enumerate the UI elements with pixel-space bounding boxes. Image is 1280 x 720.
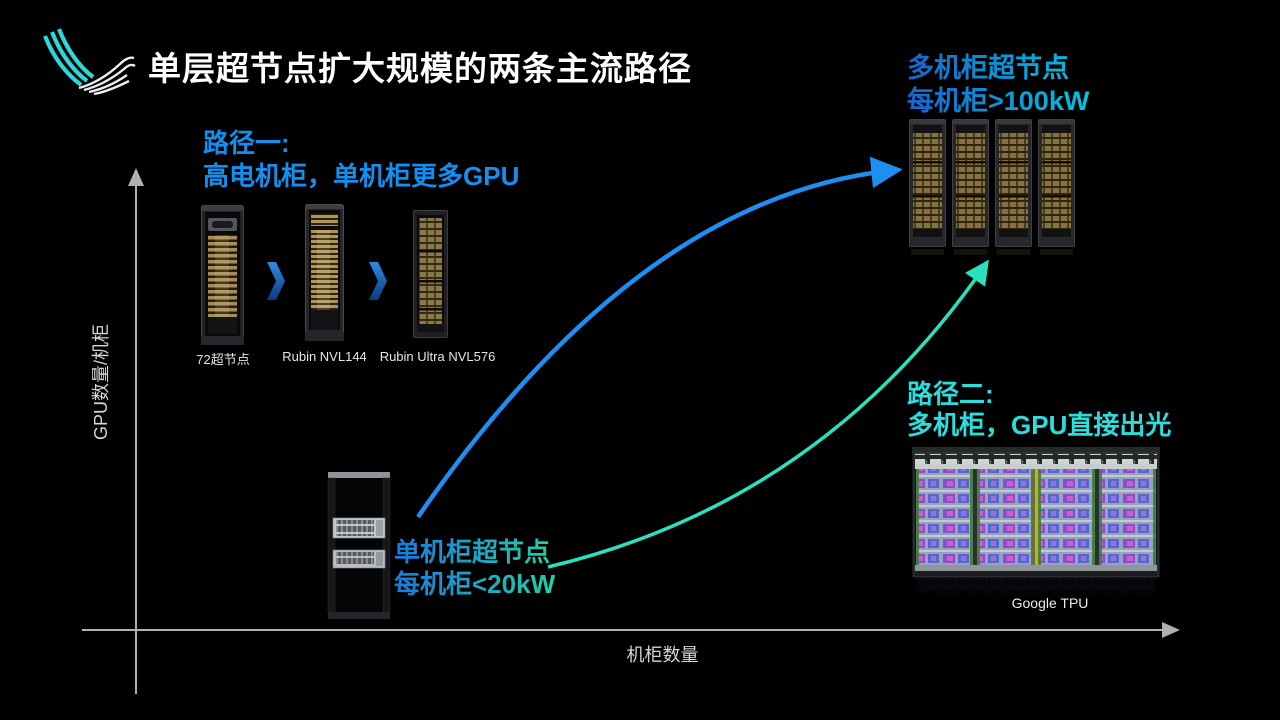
chevron-right-icon	[369, 262, 387, 300]
multi-rack-label: 多机柜超节点 每机柜>100kW	[907, 52, 1089, 118]
multi-rack-group	[909, 119, 1075, 255]
multi-rack-subtitle: 每机柜>100kW	[907, 86, 1090, 116]
rack-rubin-nvl144	[305, 204, 344, 341]
path1-curved-arrow	[416, 156, 903, 519]
page-title: 单层超节点扩大规模的两条主流路径	[148, 50, 692, 87]
x-axis-label: 机柜数量	[626, 645, 699, 665]
path2-label: 路径二: 多机柜，GPU直接出光	[907, 379, 1171, 441]
single-rack-label: 单机柜超节点 每机柜<20kW	[394, 536, 555, 600]
rack-label: Rubin Ultra NVL576	[379, 349, 496, 364]
path2-title: 路径二:	[907, 379, 994, 409]
path1-title: 路径一:	[203, 128, 290, 158]
y-axis-label: GPU数量/机柜	[91, 324, 111, 441]
multi-rack-title: 多机柜超节点	[907, 53, 1069, 83]
single-rack-title: 单机柜超节点	[394, 537, 551, 567]
ribbon-v-logo-icon	[43, 28, 136, 96]
tpu-caption: Google TPU	[1011, 595, 1089, 611]
rack-label: 72超节点	[196, 352, 250, 367]
path2-curved-arrow	[547, 259, 989, 569]
single-rack-subtitle: 每机柜<20kW	[394, 569, 556, 599]
single-rack-supernode	[327, 472, 391, 619]
path1-label: 路径一: 高电机柜，单机柜更多GPU	[203, 127, 519, 193]
path1-subtitle: 高电机柜，单机柜更多GPU	[203, 161, 520, 191]
google-tpu-image	[912, 447, 1160, 599]
rack-rubin-ultra-nvl576	[413, 210, 448, 338]
rack-72-supernode	[201, 205, 244, 345]
chevron-right-icon	[267, 262, 285, 300]
path2-subtitle: 多机柜，GPU直接出光	[907, 410, 1172, 440]
rack-label: Rubin NVL144	[282, 349, 367, 364]
